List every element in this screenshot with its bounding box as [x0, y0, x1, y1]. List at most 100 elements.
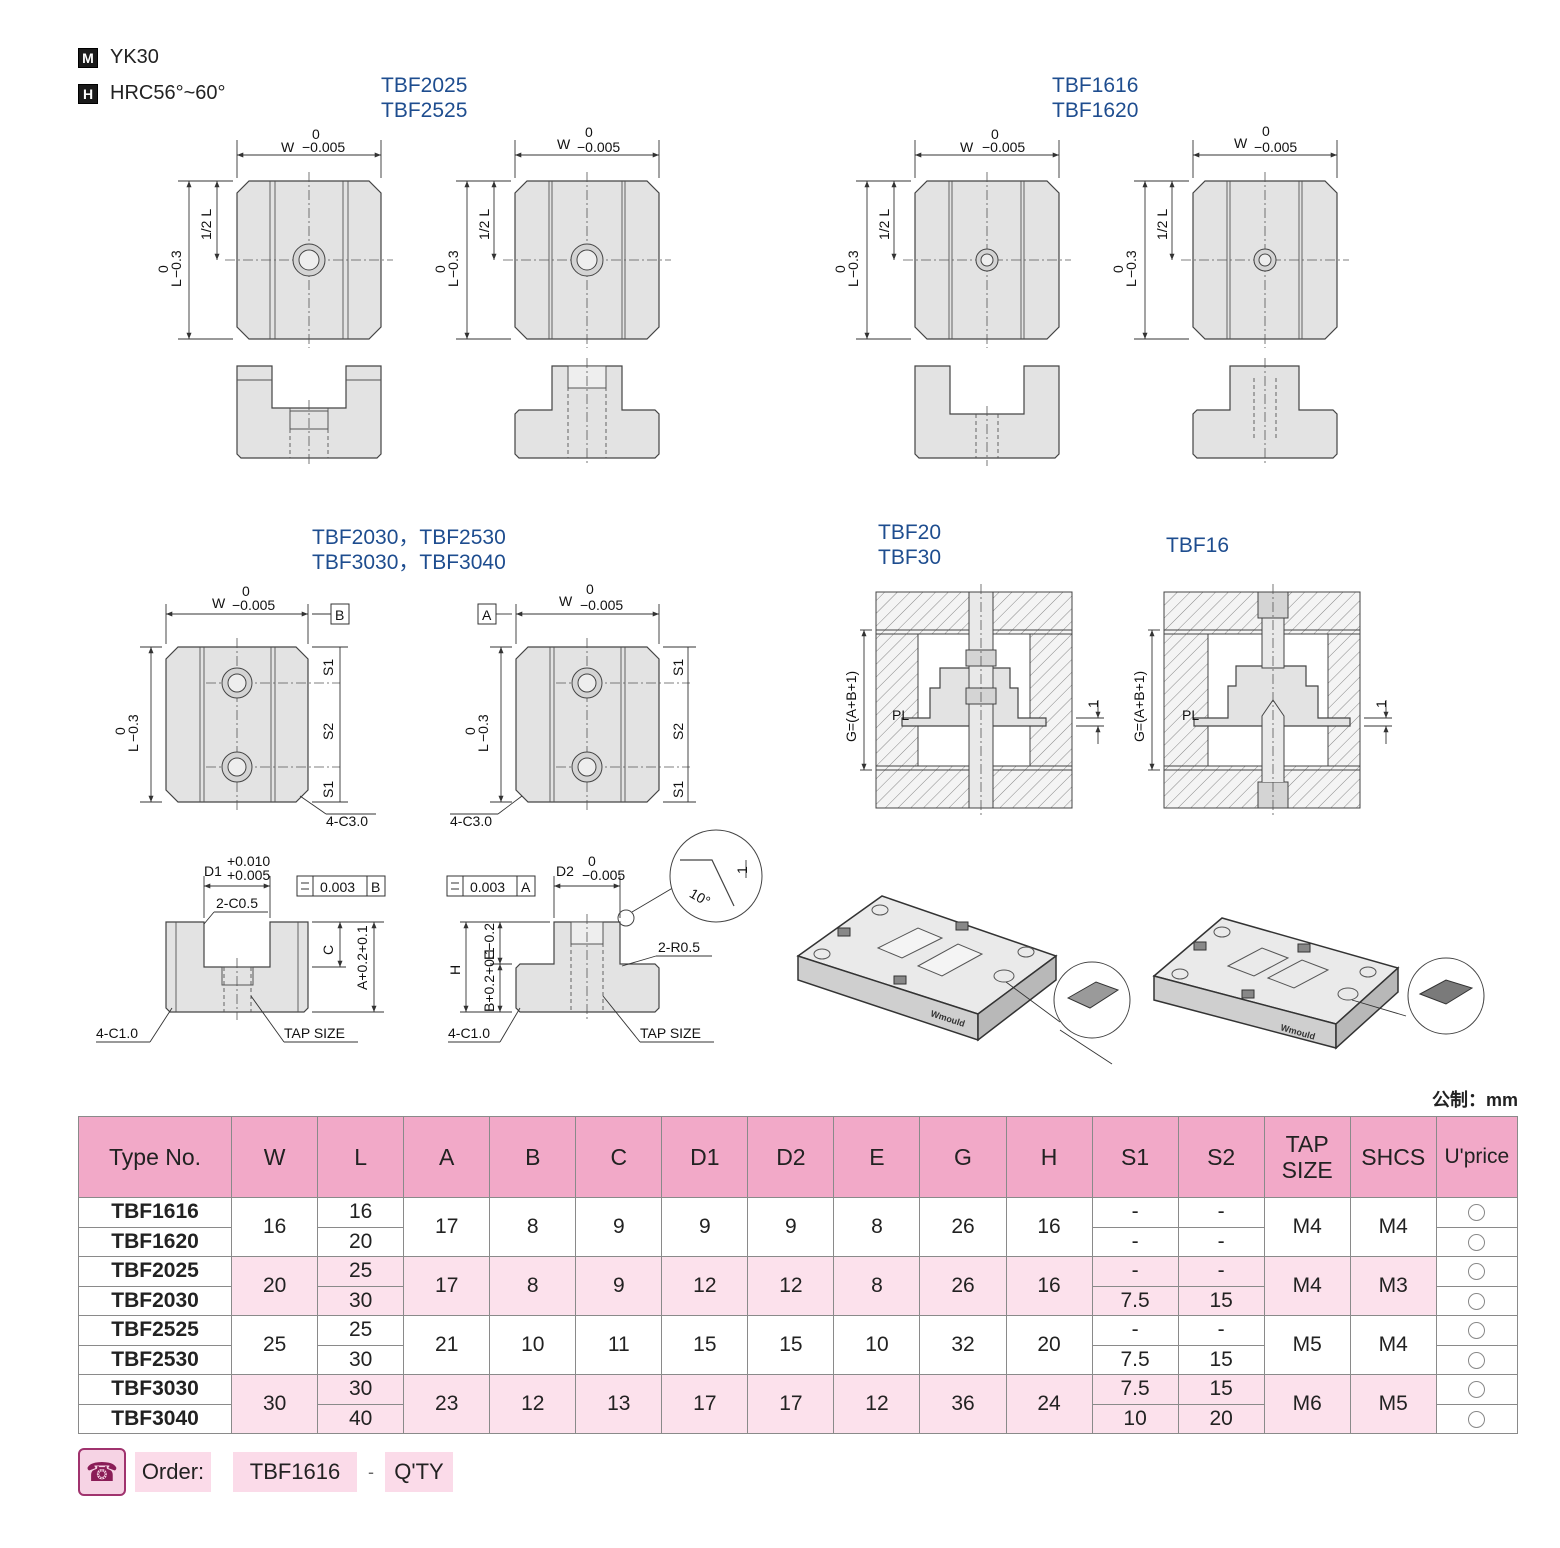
price-select[interactable] [1435, 1403, 1519, 1434]
cell-l: 40 [317, 1403, 405, 1434]
price-select[interactable] [1435, 1344, 1519, 1375]
cell-c: 9 [575, 1256, 663, 1316]
cell-a: 17 [403, 1256, 491, 1316]
dim-l-zero: 0 [432, 265, 448, 273]
col-header: G [919, 1116, 1007, 1198]
col-header: D1 [661, 1116, 749, 1198]
table-row: TBF3030 30 30 23 12 13 17 17 12 36 24 7.… [77, 1374, 1519, 1434]
price-select[interactable] [1435, 1256, 1519, 1287]
dim-c10: 4-C1.0 [96, 1025, 138, 1041]
dim-w: W [281, 139, 295, 155]
drawings: W 0 −0.005 1/2 L L 0 −0.3 W 0 −0.005 1/2… [96, 123, 1485, 1065]
col-header: SHCS [1349, 1116, 1437, 1198]
dim-tol-zero: 0 [588, 853, 596, 869]
order-label: Order: [135, 1452, 211, 1492]
cell-h: 16 [1005, 1197, 1093, 1257]
title-tbf2025-group: TBF2025 TBF2525 [381, 73, 467, 123]
dim-l-tol: −0.3 [168, 250, 184, 278]
dim-l: L [125, 744, 141, 752]
order-qty[interactable]: Q'TY [385, 1452, 453, 1492]
cell-s1: 7.5 [1091, 1374, 1179, 1405]
dim-l-zero: 0 [462, 727, 478, 735]
cell-h: 24 [1005, 1374, 1093, 1434]
dim-w: W [557, 136, 571, 152]
price-radio-icon[interactable] [1468, 1322, 1486, 1340]
cell-s2: - [1177, 1226, 1265, 1257]
flatness-ref-b: B [371, 879, 380, 895]
table-row: TBF2025 20 25 17 8 9 12 12 8 26 16 - - M… [77, 1256, 1519, 1316]
cell-s2: 20 [1177, 1403, 1265, 1434]
cell-l: 25 [317, 1315, 405, 1346]
cell-a: 23 [403, 1374, 491, 1434]
unit-note: 公制：mm [1431, 1090, 1518, 1110]
table-row: TBF1616 16 16 17 8 9 9 9 8 26 16 - - M4 … [77, 1197, 1519, 1257]
side-view-male-1 [514, 358, 660, 466]
cell-d2: 9 [747, 1197, 835, 1257]
cell-w: 20 [231, 1256, 319, 1316]
cell-c: 13 [575, 1374, 663, 1434]
price-select[interactable] [1435, 1315, 1519, 1346]
price-radio-icon[interactable] [1468, 1263, 1486, 1281]
dim-c: C [320, 945, 336, 955]
cell-s2: - [1177, 1315, 1265, 1346]
drawing-tbf2030-top: W 0 −0.005 B L 0 −0.3 S1 S2 S1 4-C3.0 [112, 583, 376, 829]
side-view-female-2 [914, 365, 1060, 466]
cell-s1: 10 [1091, 1403, 1179, 1434]
cell-b: 12 [489, 1374, 577, 1434]
price-radio-icon[interactable] [1468, 1292, 1486, 1310]
cell-a: 21 [403, 1315, 491, 1375]
hardness-badge: H [78, 83, 98, 104]
table-header-row: Type No. W L A B C D1 D2 E G H S1 S2 TAP… [77, 1116, 1519, 1198]
dim-one: 1 [1085, 700, 1101, 708]
cell-tap: M6 [1263, 1374, 1351, 1434]
cell-s1: - [1091, 1256, 1179, 1287]
title-line: TBF2030，TBF2530 [312, 526, 506, 549]
dim-tol-zero: 0 [312, 126, 320, 142]
dim-d1-up: +0.010 [227, 853, 270, 869]
dim-l-tol: −0.3 [125, 714, 141, 742]
dim-w: W [960, 139, 974, 155]
cell-s2: 15 [1177, 1344, 1265, 1375]
dim-l-tol: −0.3 [845, 250, 861, 278]
price-select[interactable] [1435, 1226, 1519, 1257]
cell-e: 12 [833, 1374, 921, 1434]
drawing-tbf1620-top: W 0 −0.005 1/2 L L 0 −0.3 [1110, 123, 1349, 348]
price-radio-icon[interactable] [1468, 1233, 1486, 1251]
cell-d2: 12 [747, 1256, 835, 1316]
dim-h: H [447, 965, 463, 975]
col-header: A [403, 1116, 491, 1198]
price-select[interactable] [1435, 1374, 1519, 1405]
dim-w: W [559, 593, 573, 609]
type-cell: TBF2530 [77, 1344, 233, 1375]
cell-shcs: M4 [1349, 1315, 1437, 1375]
price-radio-icon[interactable] [1468, 1381, 1486, 1399]
cell-g: 32 [919, 1315, 1007, 1375]
price-radio-icon[interactable] [1468, 1410, 1486, 1428]
dim-l-zero: 0 [112, 727, 128, 735]
dim-c05: 2-C0.5 [216, 895, 258, 911]
price-select[interactable] [1435, 1197, 1519, 1228]
price-select[interactable] [1435, 1285, 1519, 1316]
price-radio-icon[interactable] [1468, 1204, 1486, 1222]
dim-l-tol: −0.3 [445, 250, 461, 278]
cell-d2: 15 [747, 1315, 835, 1375]
dim-s1: S1 [320, 659, 336, 676]
dim-l: L [1123, 279, 1139, 287]
dim-half-l: 1/2 L [876, 209, 892, 240]
iso-plate-1: Wmould [796, 895, 1131, 1065]
cell-s2: 15 [1177, 1285, 1265, 1316]
material-text: YK30 [110, 46, 159, 68]
price-radio-icon[interactable] [1468, 1351, 1486, 1369]
dim-e-tol: E−0.2 [481, 923, 497, 960]
phone-icon[interactable]: ☎ [78, 1448, 126, 1496]
dim-s1: S1 [670, 659, 686, 676]
flatness-value: 0.003 [320, 879, 355, 895]
cell-s2: 15 [1177, 1374, 1265, 1405]
dim-s2: S2 [670, 723, 686, 740]
type-cell: TBF1616 [77, 1197, 233, 1228]
side-view-female-1 [236, 365, 382, 466]
dim-c3: 4-C3.0 [326, 813, 368, 829]
dim-w: W [212, 595, 226, 611]
table-row: TBF2530 30 7.5 15 [77, 1344, 1519, 1375]
dim-d2: D2 [556, 863, 574, 879]
